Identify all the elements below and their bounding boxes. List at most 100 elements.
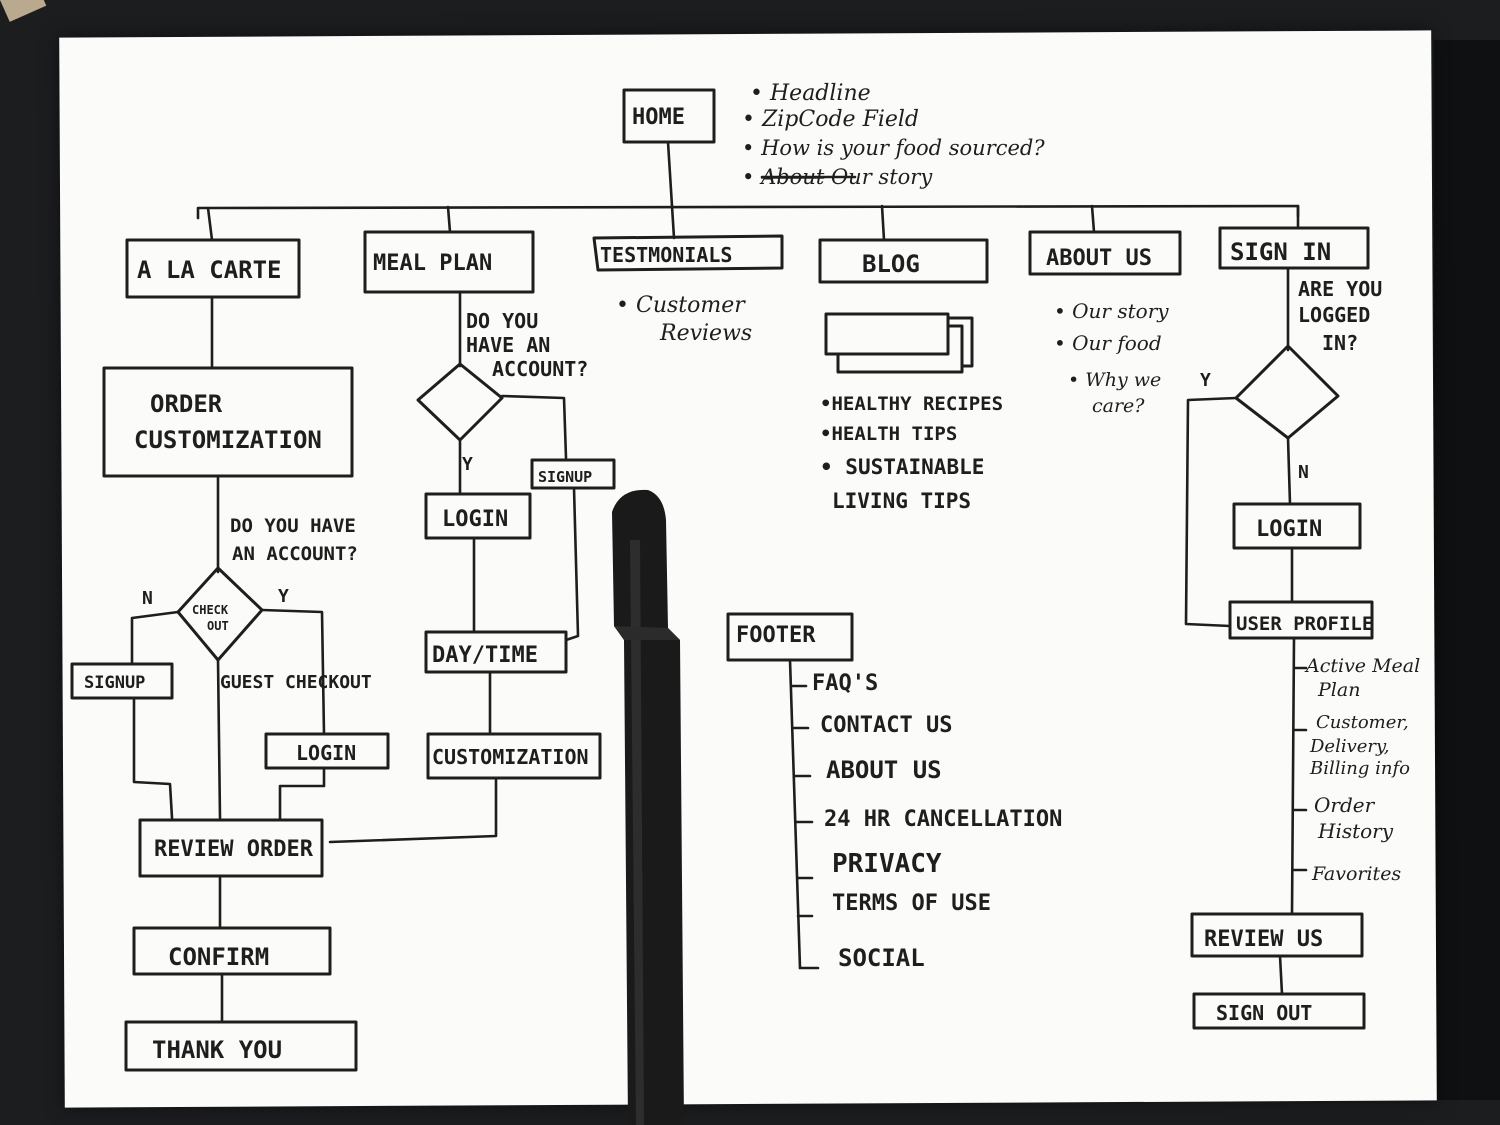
svg-text:OUT: OUT (207, 619, 229, 633)
meal-account-diamond (416, 362, 504, 442)
blog-stack-icon (824, 312, 974, 374)
meal-question-3: ACCOUNT? (492, 357, 588, 381)
svg-text:CUSTOMIZATION: CUSTOMIZATION (134, 426, 322, 454)
about-bullet-3: • Why we (1068, 369, 1161, 391)
svg-text:Active Meal: Active Meal (1304, 655, 1420, 677)
signin-no-label: N (1298, 462, 1309, 483)
user-profile-box: USER PROFILE (1228, 600, 1374, 640)
svg-text:USER PROFILE: USER PROFILE (1236, 613, 1373, 635)
home-bullet-1: • Headline (750, 81, 871, 106)
login-box-a: LOGIN (264, 732, 390, 770)
about-bullet-1: • Our story (1054, 299, 1169, 323)
nav-bus-line (196, 204, 1300, 220)
svg-text:REVIEW ORDER: REVIEW ORDER (154, 837, 314, 862)
account-question-1: DO YOU HAVE (230, 515, 356, 537)
blog-bullet-2: •HEALTH TIPS (820, 423, 957, 445)
svg-text:Favorites: Favorites (1311, 863, 1401, 885)
home-label: HOME (632, 105, 685, 130)
svg-text:REVIEW US: REVIEW US (1204, 927, 1323, 952)
svg-text:THANK YOU: THANK YOU (152, 1036, 282, 1064)
nav-a-la-carte: A LA CARTE (125, 238, 301, 299)
blog-bullet-3: • SUSTAINABLE (820, 455, 984, 479)
meal-question-1: DO YOU (466, 309, 538, 333)
svg-text:FOOTER: FOOTER (736, 623, 816, 648)
svg-text:ABOUT US: ABOUT US (1046, 246, 1152, 271)
signup-box-a: SIGNUP (70, 662, 174, 700)
svg-text:TESTMONIALS: TESTMONIALS (600, 243, 732, 267)
account-question-2: AN ACCOUNT? (232, 543, 358, 565)
svg-text:Plan: Plan (1317, 679, 1360, 701)
svg-text:ORDER: ORDER (150, 390, 223, 418)
svg-text:SIGNUP: SIGNUP (84, 673, 145, 693)
login-box-meal: LOGIN (424, 492, 532, 540)
home-bullet-2: • ZipCode Field (742, 107, 919, 132)
svg-text:LOGIN: LOGIN (1256, 517, 1322, 542)
confirm-box: CONFIRM (132, 926, 332, 976)
svg-text:CHECK: CHECK (192, 603, 229, 617)
svg-text:SOCIAL: SOCIAL (838, 944, 925, 972)
day-time-box: DAY/TIME (424, 630, 568, 674)
svg-text:LOGIN: LOGIN (296, 741, 356, 765)
yes-label: Y (278, 586, 289, 607)
svg-text:BLOG: BLOG (862, 250, 920, 278)
svg-text:24 HR CANCELLATION: 24 HR CANCELLATION (824, 807, 1062, 832)
branch-a-la-carte (206, 206, 214, 242)
svg-text:SIGN OUT: SIGN OUT (1216, 1001, 1312, 1025)
home-connector (666, 140, 674, 208)
about-bullet-4: care? (1092, 395, 1145, 417)
checkout-decision-diamond: CHECK OUT (176, 566, 264, 662)
blog-bullet-4: LIVING TIPS (832, 489, 971, 513)
footer-box: FOOTER (726, 612, 854, 662)
home-node: HOME (622, 88, 716, 144)
login-box-signin: LOGIN (1232, 502, 1362, 550)
order-customization-box: ORDER CUSTOMIZATION (102, 366, 354, 478)
review-order-box: REVIEW ORDER (138, 818, 324, 878)
nav-blog: BLOG (818, 238, 989, 284)
home-bullet-3: • How is your food sourced? (742, 136, 1045, 160)
svg-text:FAQ'S: FAQ'S (812, 671, 878, 696)
svg-text:CUSTOMIZATION: CUSTOMIZATION (432, 745, 589, 769)
svg-text:Billing info: Billing info (1309, 758, 1410, 779)
profile-items: Active Meal Plan Customer, Delivery, Bil… (1304, 655, 1420, 885)
no-label: N (142, 588, 153, 609)
svg-text:MEAL PLAN: MEAL PLAN (373, 251, 492, 276)
nav-testimonials: TESTMONIALS (592, 234, 784, 272)
nav-about-us: ABOUT US (1028, 230, 1182, 276)
signup-box-meal: SIGNUP (530, 458, 616, 490)
svg-text:LOGIN: LOGIN (442, 507, 508, 532)
signin-yes-label: Y (1200, 370, 1211, 391)
svg-text:SIGN IN: SIGN IN (1230, 238, 1331, 266)
nav-sign-in: SIGN IN (1218, 226, 1370, 270)
meal-question-2: HAVE AN (466, 333, 550, 357)
svg-text:TERMS OF USE: TERMS OF USE (832, 891, 991, 916)
svg-text:Order: Order (1314, 793, 1376, 817)
svg-text:History: History (1317, 819, 1394, 843)
sign-out-box: SIGN OUT (1192, 992, 1366, 1030)
footer-items: FAQ'S CONTACT US ABOUT US 24 HR CANCELLA… (812, 671, 1062, 972)
customization-box: CUSTOMIZATION (426, 732, 602, 780)
review-us-box: REVIEW US (1190, 912, 1364, 958)
thank-you-box: THANK YOU (124, 1020, 358, 1072)
signin-question-3: IN? (1322, 331, 1358, 355)
svg-text:Delivery,: Delivery, (1309, 736, 1390, 757)
svg-text:CONTACT US: CONTACT US (820, 713, 952, 738)
signin-question-1: ARE YOU (1298, 277, 1382, 301)
svg-text:CONFIRM: CONFIRM (168, 943, 269, 971)
svg-text:DAY/TIME: DAY/TIME (432, 643, 538, 668)
nav-meal-plan: MEAL PLAN (363, 230, 535, 294)
blog-bullet-1: •HEALTHY RECIPES (820, 393, 1003, 415)
svg-text:ABOUT US: ABOUT US (826, 756, 942, 784)
about-bullet-2: • Our food (1054, 331, 1162, 355)
signin-question-2: LOGGED (1298, 303, 1370, 327)
guest-checkout-label: GUEST CHECKOUT (220, 672, 372, 693)
svg-text:PRIVACY: PRIVACY (832, 849, 942, 879)
svg-text:SIGNUP: SIGNUP (538, 468, 592, 486)
home-bullets: • Headline • ZipCode Field • How is your… (742, 81, 1045, 189)
testimonial-bullet-1: • Customer (616, 293, 746, 318)
testimonial-bullet-2: Reviews (659, 321, 752, 346)
svg-text:Customer,: Customer, (1316, 712, 1409, 733)
svg-text:A LA CARTE: A LA CARTE (137, 256, 282, 284)
meal-yes-label: Y (462, 454, 473, 475)
